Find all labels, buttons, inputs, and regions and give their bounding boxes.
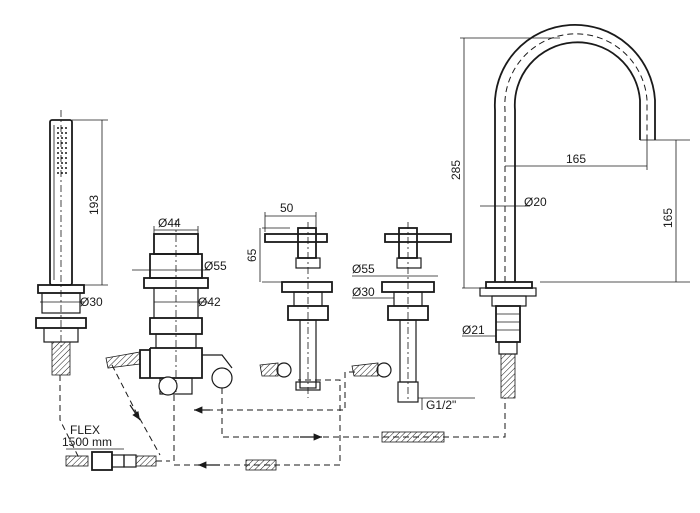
spout-drop-label: 165 — [661, 208, 675, 228]
valve-left: 50 65 — [245, 201, 333, 398]
spout-height-label: 285 — [449, 160, 463, 180]
hand-shower: 193 Ø30 — [35, 110, 108, 461]
flex-length-label: 1500 mm — [62, 435, 112, 449]
spout-tube-label: Ø20 — [524, 195, 547, 209]
spout-base-label: Ø21 — [462, 323, 485, 337]
valve-right: Ø55 Ø30 G1/2" — [351, 222, 475, 412]
diverter-ring-label: Ø55 — [204, 259, 227, 273]
spout-reach-label: 165 — [566, 152, 586, 166]
handle-length-label: 50 — [280, 201, 294, 215]
handle-height-label: 65 — [245, 248, 259, 262]
valve-ring-label: Ø55 — [352, 262, 375, 276]
flex-label: FLEX — [70, 423, 100, 437]
connection-label: G1/2" — [426, 398, 456, 412]
shower-height-label: 193 — [87, 195, 101, 215]
shower-diameter-label: Ø30 — [80, 295, 103, 309]
piping-routes: FLEX 1500 mm — [62, 371, 506, 471]
valve-body-label: Ø30 — [352, 285, 375, 299]
spout: 285 165 165 Ø20 Ø21 — [449, 23, 690, 399]
spray-holes-icon — [57, 127, 67, 174]
diverter-top-label: Ø44 — [158, 216, 181, 230]
diverter-valve: Ø44 Ø55 Ø42 — [105, 216, 233, 456]
diverter-body-label: Ø42 — [198, 295, 221, 309]
